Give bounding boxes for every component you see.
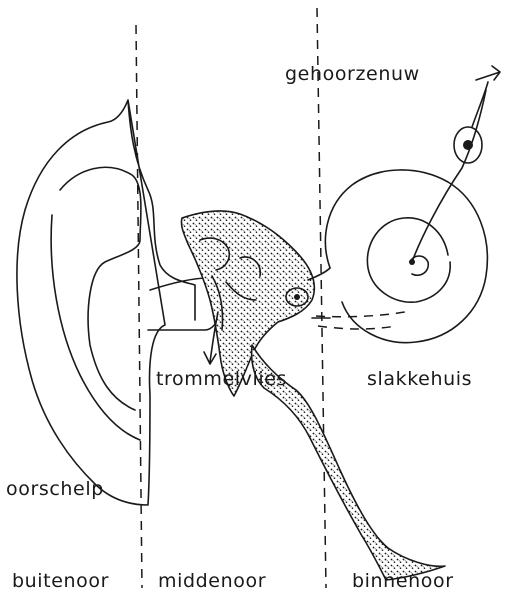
label-middenoor: middenoor [158,570,266,592]
gehoorzenuw-arrow [476,66,500,80]
label-buitenoor: buitenoor [12,570,109,592]
auditory-nerve [412,90,486,262]
nerve-cell-nucleus [463,140,473,150]
label-gehoorzenuw: gehoorzenuw [285,63,420,85]
label-trommelvlies: trommelvlies [156,368,287,390]
trommelvlies-arrow [204,312,218,364]
pinna-inner-fold [60,167,141,410]
label-slakkehuis: slakkehuis [367,368,472,390]
pinna-outline [17,100,195,505]
oval-window-center [294,294,300,300]
label-binnenoor: binnenoor [352,570,454,592]
divider-middle-inner [317,8,326,588]
auditory-nerve-upper [472,82,488,127]
label-oorschelp: oorschelp [6,478,104,500]
